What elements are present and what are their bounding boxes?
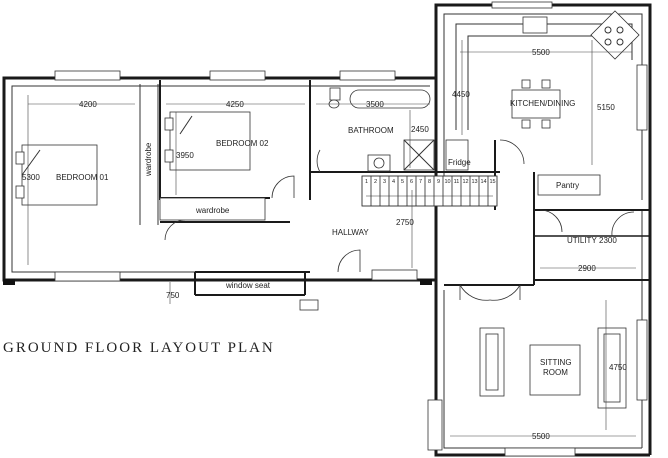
label-wardrobe-vertical: wardrobe	[144, 142, 153, 177]
dim-bedroom1-height: 5300	[22, 173, 40, 182]
room-label-hallway: HALLWAY	[332, 228, 369, 237]
stair-step-number: 5	[401, 179, 404, 185]
stair-step-number: 12	[462, 179, 468, 185]
plan-title: GROUND FLOOR LAYOUT PLAN	[3, 340, 275, 356]
stair-step-number: 8	[428, 179, 431, 185]
dim-hallway: 2750	[396, 218, 414, 227]
dim-step-out: 750	[166, 291, 180, 300]
stair-step-number: 9	[437, 179, 440, 185]
dim-kitchen-height-left: 4450	[452, 90, 470, 99]
dim-bedroom1-width: 4200	[79, 100, 97, 109]
stair-step-number: 15	[489, 179, 495, 185]
dim-kitchen-width: 5500	[532, 48, 550, 57]
stair-step-number: 14	[480, 179, 486, 185]
stair-step-number: 13	[471, 179, 477, 185]
room-label-bathroom: BATHROOM	[348, 126, 394, 135]
dimension-lines	[27, 40, 636, 437]
room-label-utility: UTILITY	[567, 236, 597, 245]
dim-bathroom-height: 2450	[411, 125, 429, 134]
dim-sitting-height: 4750	[609, 363, 627, 372]
dim-utility-width-2: 2900	[578, 264, 596, 273]
furniture	[15, 10, 640, 409]
stair-tread	[487, 175, 498, 207]
stair-step-number: 1	[365, 179, 368, 185]
room-label-sitting: SITTING	[540, 358, 572, 367]
dim-bedroom2-height: 3950	[176, 151, 194, 160]
room-label-kitchen-dining: KITCHEN/DINING	[510, 99, 575, 108]
room-label-fridge: Fridge	[448, 158, 471, 167]
stair-step-number: 6	[410, 179, 413, 185]
stair-step-number: 4	[392, 179, 395, 185]
stair-step-number: 7	[419, 179, 422, 185]
dim-utility-width: 2300	[599, 236, 617, 245]
dim-sitting-width: 5500	[532, 432, 550, 441]
room-label-room: ROOM	[543, 368, 568, 377]
stair-step-number: 10	[444, 179, 450, 185]
windows	[54, 1, 648, 457]
stair-step-number: 2	[374, 179, 377, 185]
stair-step-number: 3	[383, 179, 386, 185]
label-window-seat: window seat	[225, 281, 271, 290]
room-label-bedroom-02: BEDROOM 02	[216, 139, 269, 148]
dim-kitchen-height-right: 5150	[597, 103, 615, 112]
room-label-bedroom-01: BEDROOM 01	[56, 173, 109, 182]
dim-bathroom-width: 3500	[366, 100, 384, 109]
stair-step-number: 11	[454, 179, 460, 185]
room-label-pantry: Pantry	[556, 181, 579, 190]
doors	[164, 139, 635, 301]
label-wardrobe-horizontal: wardrobe	[195, 206, 230, 215]
dim-bedroom2-width: 4250	[226, 100, 244, 109]
